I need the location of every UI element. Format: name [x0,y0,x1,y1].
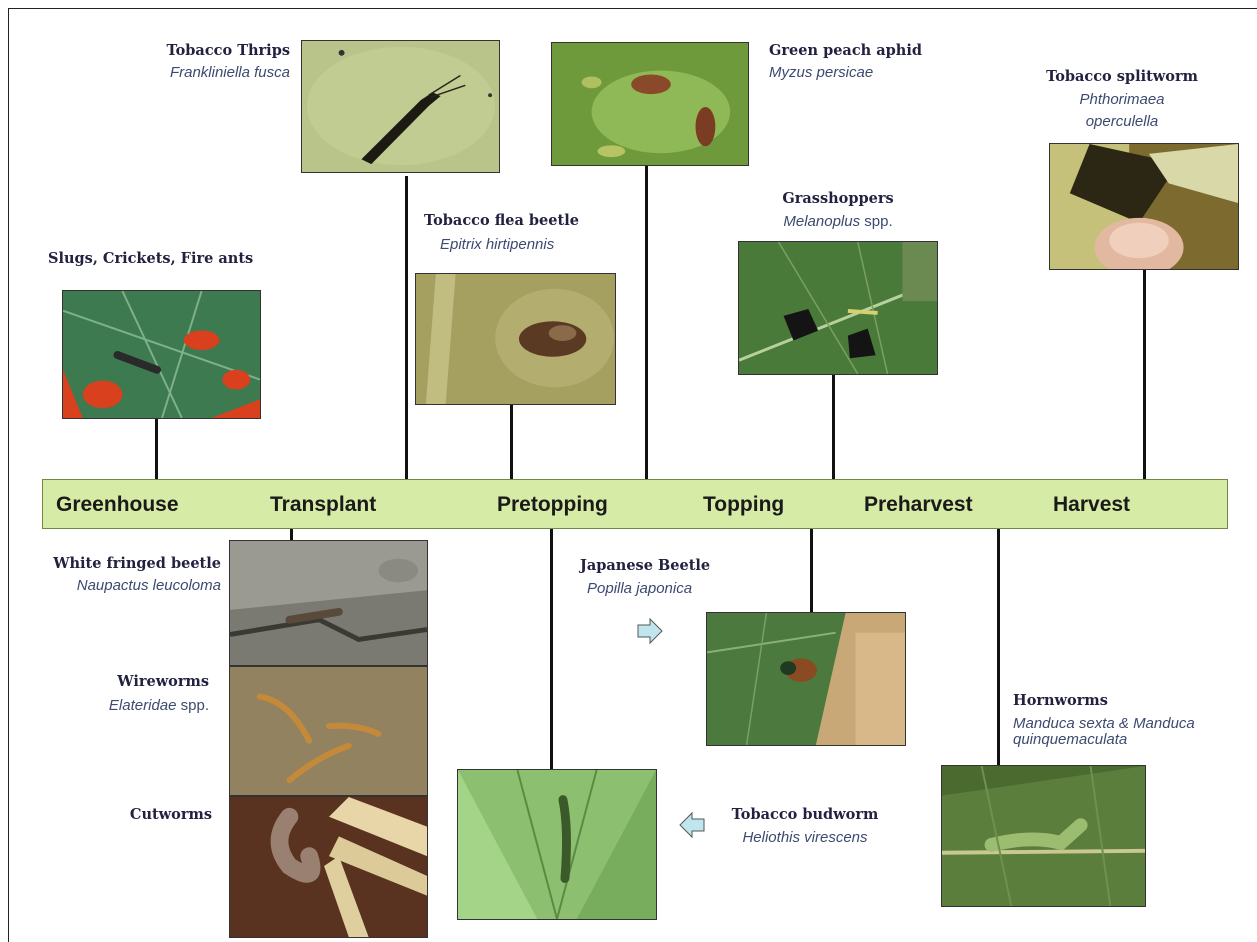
budworm-name: Tobacco budworm [705,806,905,823]
white-fringed-beetle-name: White fringed beetle [53,555,221,572]
splitworm-scientific-name-2: operculella [1032,113,1212,130]
grasshoppers-scientific-name: Melanoplus spp. [738,213,938,230]
splitworm-name: Tobacco splitworm [1032,68,1212,85]
aphid-name: Green peach aphid [769,42,922,59]
stage-harvest: Harvest [1053,493,1130,517]
grasshoppers-spp: spp. [860,213,893,230]
hornworms-photo [941,765,1146,907]
flea-beetle-photo [415,273,616,405]
connector-splitworm [1143,270,1146,480]
japanese-beetle-name: Japanese Beetle [580,557,710,574]
stage-preharvest: Preharvest [864,493,973,517]
wireworms-scientific-name: Elateridae spp. [109,697,209,714]
cutworms-name: Cutworms [130,806,212,823]
grasshoppers-photo [738,241,938,375]
slugs-name: Slugs, Crickets, Fire ants [48,250,253,267]
hornworms-scientific-name-1: Manduca sexta & Manduca [1013,716,1195,732]
slugs-photo [62,290,261,419]
japanese-beetle-arrow-icon [636,617,664,645]
grasshoppers-genus: Melanoplus [783,213,860,230]
budworm-photo [457,769,657,920]
grasshoppers-name: Grasshoppers [738,190,938,207]
hornworms-scientific-name-2: quinquemaculata [1013,732,1127,748]
hornworms-name: Hornworms [1013,692,1108,709]
japanese-beetle-scientific-name: Popilla japonica [587,580,692,597]
connector-budworm [550,528,553,770]
connector-hornworms [997,528,1000,766]
stage-transplant: Transplant [270,493,376,517]
wireworms-photo [229,666,428,796]
thrips-name: Tobacco Thrips [167,42,291,59]
stage-pretopping: Pretopping [497,493,608,517]
connector-grasshoppers [832,374,835,480]
wireworms-name: Wireworms [117,673,209,690]
thrips-scientific-name: Frankliniella fusca [170,64,290,81]
connector-thrips [405,176,408,480]
aphid-photo [551,42,749,166]
cutworms-photo [229,796,428,938]
splitworm-photo [1049,143,1239,270]
thrips-photo [301,40,500,173]
crop-stage-timeline [42,479,1228,529]
splitworm-scientific-name-1: Phthorimaea [1032,91,1212,108]
budworm-scientific-name: Heliothis virescens [705,829,905,846]
connector-japanese [810,528,813,612]
japanese-beetle-photo [706,612,906,746]
stage-topping: Topping [703,493,784,517]
connector-slugs [155,418,158,480]
white-fringed-beetle-photo [229,540,428,666]
flea-beetle-scientific-name: Epitrix hirtipennis [440,236,554,253]
wireworms-spp: spp. [176,697,209,714]
budworm-arrow-icon [678,811,706,839]
wireworms-family: Elateridae [109,697,177,714]
stage-greenhouse: Greenhouse [56,493,179,517]
aphid-scientific-name: Myzus persicae [769,64,873,81]
white-fringed-beetle-scientific-name: Naupactus leucoloma [77,577,221,594]
connector-flea [510,404,513,480]
connector-aphid [645,165,648,480]
flea-beetle-name: Tobacco flea beetle [424,212,579,229]
